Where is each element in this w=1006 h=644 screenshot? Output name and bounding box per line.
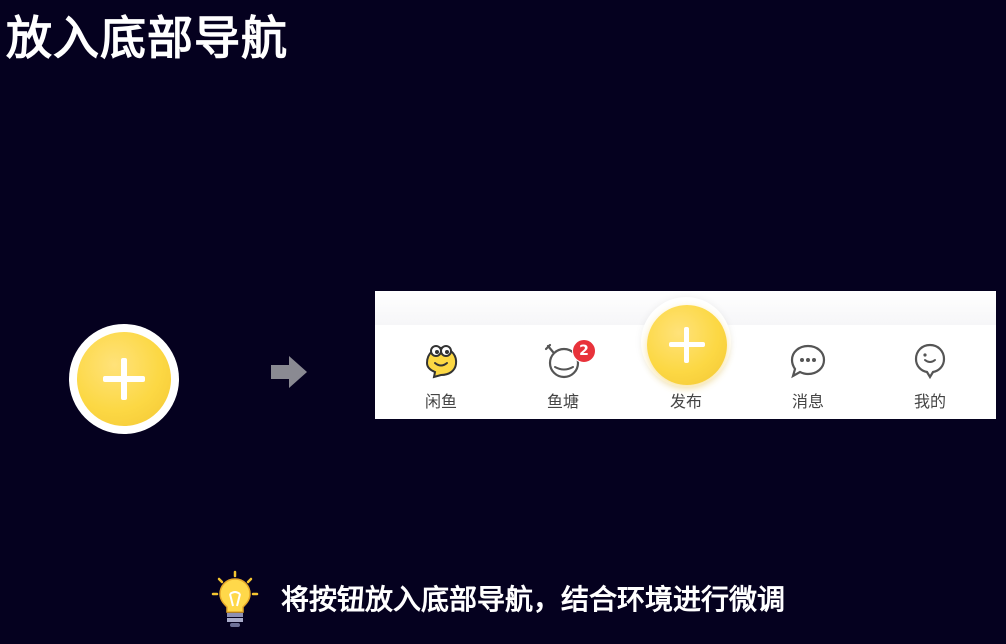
- profile-icon: [914, 343, 946, 380]
- pond-icon: [544, 343, 580, 379]
- publish-button[interactable]: [647, 305, 727, 385]
- tab-me[interactable]: 我的: [868, 291, 992, 419]
- tab-messages[interactable]: 消息: [746, 291, 870, 419]
- tab-label: 发布: [669, 392, 702, 411]
- lightbulb-icon: [211, 570, 259, 627]
- tab-label: 我的: [913, 392, 946, 411]
- fish-mascot-icon: [425, 345, 458, 379]
- tab-label: 消息: [791, 392, 824, 411]
- chat-bubble-icon: [790, 344, 826, 379]
- notification-badge: 2: [572, 339, 596, 363]
- caption: 将按钮放入底部导航，结合环境进行微调: [211, 570, 911, 630]
- tab-label: 鱼塘: [546, 392, 579, 411]
- publish-button-face: [77, 332, 171, 426]
- caption-text: 将按钮放入底部导航，结合环境进行微调: [281, 583, 786, 616]
- tab-publish[interactable]: 发布: [624, 291, 748, 419]
- arrow-right-icon: [271, 356, 307, 388]
- bottom-tab-bar: 闲鱼 2 鱼塘 发布 消息 我的: [375, 291, 996, 419]
- tab-yutang[interactable]: 2 鱼塘: [501, 291, 625, 419]
- standalone-publish-button[interactable]: [69, 324, 179, 434]
- page-title: 放入底部导航: [6, 11, 288, 65]
- tab-label: 闲鱼: [424, 392, 457, 411]
- tab-xianyu[interactable]: 闲鱼: [379, 291, 503, 419]
